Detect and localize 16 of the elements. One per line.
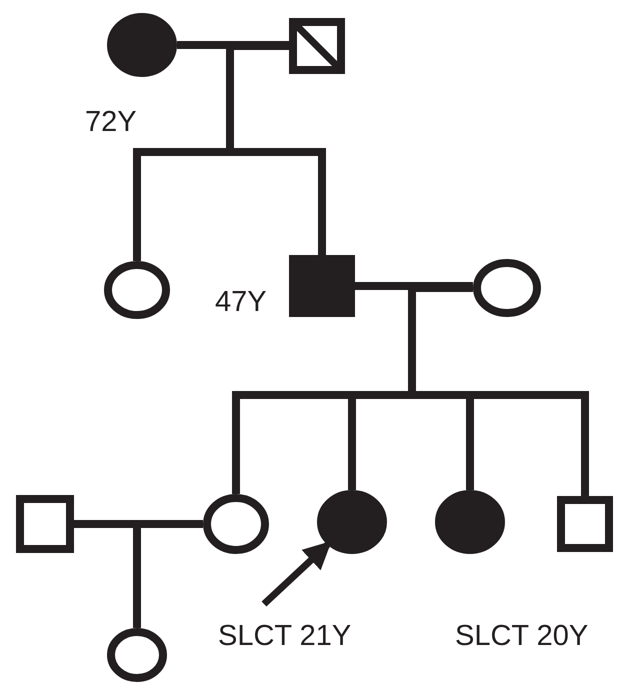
age-label: SLCT 21Y: [218, 622, 352, 651]
affected-female-symbol: [317, 490, 387, 554]
proband-arrow: [262, 541, 332, 607]
female-symbol: [203, 494, 269, 554]
deceased-male-symbol: [289, 18, 345, 74]
male-symbol: [16, 495, 74, 553]
female-symbol: [104, 261, 170, 319]
age-label: 72Y: [85, 108, 137, 137]
age-label: 47Y: [215, 288, 267, 317]
affected-female-symbol: [107, 13, 177, 77]
affected-female-symbol: [435, 490, 505, 554]
female-symbol: [107, 628, 167, 682]
male-symbol: [557, 496, 613, 552]
age-label: SLCT 20Y: [455, 622, 588, 651]
female-symbol: [473, 259, 541, 317]
affected-male-symbol: [289, 255, 355, 317]
